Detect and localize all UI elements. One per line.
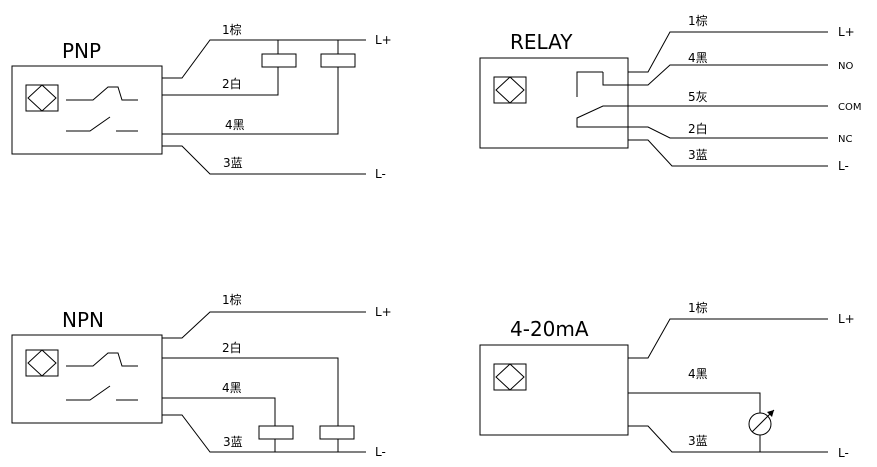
relay-wire-blue — [628, 139, 828, 167]
analog-terminal-lplus: L+ — [838, 312, 855, 326]
npn-wire-label-2: 2白 — [222, 340, 242, 355]
analog-title: 4-20mA — [510, 317, 589, 341]
pnp-terminal-lminus: L- — [375, 167, 386, 181]
npn-no-contact-icon — [66, 385, 138, 401]
pnp-wire-brown — [162, 39, 366, 79]
pnp-terminal-lplus: L+ — [375, 33, 392, 47]
relay-wire-label-1: 1棕 — [688, 13, 708, 28]
pnp-wire-label-3: 3蓝 — [223, 156, 243, 170]
relay-wire-label-3: 3蓝 — [688, 148, 708, 162]
npn-sensor-symbol-icon — [25, 349, 59, 377]
pnp-no-contact-icon — [66, 116, 138, 132]
relay-wire-brown — [628, 31, 828, 73]
relay-terminal-no: NO — [838, 61, 853, 72]
npn-wire-label-3: 3蓝 — [223, 435, 243, 449]
relay-terminal-com: COM — [838, 102, 861, 113]
pnp-wire-blue — [162, 145, 366, 175]
analog-sensor-symbol-icon — [493, 363, 527, 391]
pnp-wire-label-1: 1棕 — [222, 22, 242, 37]
relay-sensor-body — [479, 57, 629, 149]
npn-diagram: NPN 1棕 2白 4黑 3蓝 L+ L- — [11, 292, 392, 459]
analog-meter-icon — [748, 409, 775, 436]
npn-terminal-lplus: L+ — [375, 305, 392, 319]
relay-title: RELAY — [510, 30, 573, 54]
relay-terminal-lminus: L- — [838, 159, 849, 173]
npn-wire-label-4: 4黑 — [222, 381, 242, 395]
npn-wire-white — [162, 357, 339, 426]
analog-wire-black — [628, 392, 761, 413]
npn-load-1 — [258, 425, 294, 440]
npn-wire-brown — [162, 311, 366, 339]
relay-diagram: RELAY 1棕 4黑 5灰 2白 3蓝 L+ NO COM NC L- — [479, 13, 861, 173]
pnp-title: PNP — [62, 39, 101, 63]
npn-sensor-body — [11, 334, 163, 424]
analog-diagram: 4-20mA 1棕 4黑 3蓝 L+ L- — [479, 300, 855, 460]
npn-terminal-lminus: L- — [375, 445, 386, 459]
pnp-wire-black — [162, 67, 339, 135]
pnp-wire-label-2: 2白 — [222, 76, 242, 91]
npn-wire-black — [162, 397, 276, 426]
relay-wire-label-4: 4黑 — [688, 51, 708, 65]
analog-sensor-body — [479, 344, 629, 436]
analog-wire-label-4: 4黑 — [688, 367, 708, 381]
pnp-nc-contact-icon — [66, 86, 138, 101]
pnp-wire-label-4: 4黑 — [225, 118, 245, 132]
npn-wire-label-1: 1棕 — [222, 292, 242, 307]
relay-changeover-contact-icon — [576, 71, 628, 128]
analog-wire-blue — [628, 425, 828, 453]
analog-wire-label-1: 1棕 — [688, 300, 708, 315]
pnp-wire-white — [162, 67, 279, 96]
relay-wire-label-5: 5灰 — [688, 90, 708, 104]
pnp-diagram: PNP 1棕 2白 4黑 3蓝 L+ L- — [11, 22, 392, 181]
analog-terminal-lminus: L- — [838, 446, 849, 460]
relay-wire-white — [603, 126, 828, 139]
relay-wire-black — [628, 64, 828, 86]
analog-wire-label-3: 3蓝 — [688, 434, 708, 448]
pnp-sensor-symbol-icon — [25, 84, 59, 112]
npn-load-2 — [319, 425, 355, 440]
pnp-sensor-body — [11, 65, 163, 155]
pnp-load-2 — [320, 53, 356, 68]
relay-wire-no-inner — [602, 72, 628, 86]
relay-terminal-nc: NC — [838, 134, 852, 145]
relay-sensor-symbol-icon — [493, 76, 527, 104]
npn-nc-contact-icon — [66, 352, 138, 367]
npn-title: NPN — [62, 308, 104, 332]
npn-wire-blue — [162, 414, 366, 453]
relay-terminal-lplus: L+ — [838, 25, 855, 39]
pnp-load-1 — [261, 53, 297, 68]
analog-wire-brown — [628, 318, 828, 359]
relay-wire-label-2: 2白 — [688, 121, 708, 136]
